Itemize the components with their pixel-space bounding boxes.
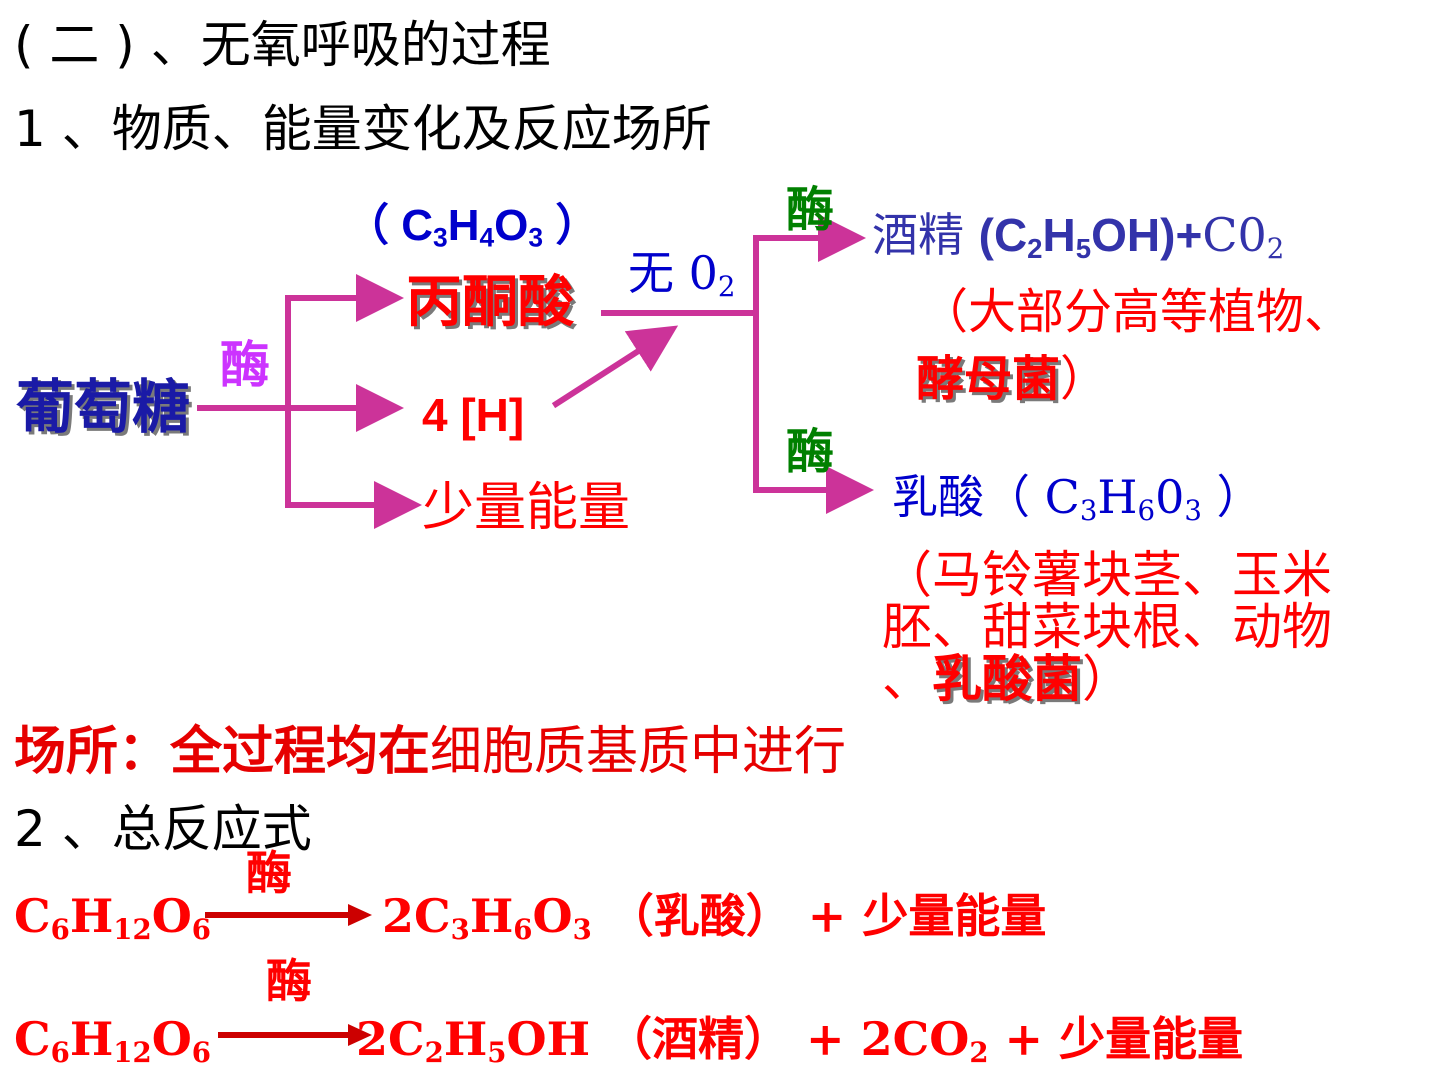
eq2-arrow-head: [348, 1024, 372, 1046]
eq2-reactant: C6H12O6: [14, 1012, 211, 1069]
pyruvate-formula: （ C3H4O3 ）: [345, 201, 600, 253]
subheading-1: 1 、物质、能量变化及反应场所: [14, 104, 712, 154]
pyruvate-label: 丙酮酸: [406, 270, 574, 335]
alcohol-product: 酒精 (C2H5OH)+C02: [872, 208, 1285, 265]
section-title-text: ( 二 ) 、无氧呼吸的过程: [14, 16, 551, 74]
enzyme-label-2: 酶: [786, 182, 835, 238]
section-title: ( 二 ) 、无氧呼吸的过程: [14, 20, 551, 70]
eq1-reactant: C6H12O6: [14, 889, 211, 946]
enzyme-label-3: 酶: [786, 424, 835, 480]
no-oxygen-label: 无 02: [628, 246, 736, 303]
alcohol-organisms-line1: （大部分高等植物、: [920, 284, 1353, 340]
eq2-enzyme: 酶: [266, 954, 312, 1008]
subheading-2-text: 2 、总反应式: [14, 800, 312, 858]
yeast-label: 酵母菌: [916, 351, 1061, 407]
lactic-product: 乳酸（ C3H603 ）: [892, 470, 1263, 527]
lactic-organisms-line1: （马铃薯块茎、玉米: [882, 546, 1332, 604]
energy-label: 少量能量: [422, 478, 631, 538]
eq1-products: 2C3H6O3 （乳酸） + 少量能量: [382, 889, 1047, 946]
location-statement: 场所：全过程均在细胞质基质中进行: [14, 722, 847, 782]
eq1-enzyme: 酶: [246, 846, 292, 900]
enzyme-label-1: 酶: [220, 336, 270, 394]
glucose-label: 葡萄糖: [16, 373, 191, 441]
subheading-2: 2 、总反应式: [14, 804, 312, 854]
subheading-1-text: 1 、物质、能量变化及反应场所: [14, 100, 712, 158]
lactic-organisms-line3: 、乳酸菌）: [882, 650, 1132, 708]
lactic-organisms-line2: 胚、甜菜块根、动物: [882, 598, 1332, 656]
lactobacillus-label: 乳酸菌: [932, 650, 1082, 708]
hydrogen-to-pyruvate-arrow: [551, 325, 679, 409]
eq2-products: 2C2H5OH （酒精） + 2CO2 + 少量能量: [356, 1012, 1244, 1069]
alcohol-organisms-line2: 酵母菌）: [916, 351, 1109, 407]
hydrogen-label: 4 [H]: [422, 389, 525, 441]
eq1-arrow-head: [348, 904, 372, 926]
